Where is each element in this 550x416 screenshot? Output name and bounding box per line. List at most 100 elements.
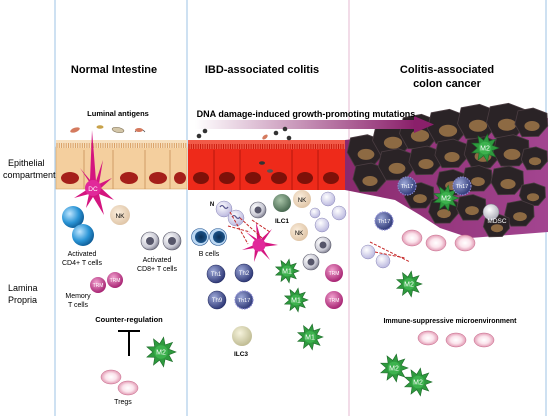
migration-streak	[369, 241, 411, 263]
migration-streak	[239, 217, 263, 239]
macrophage-label: M1	[282, 269, 292, 276]
trm-label: TRM	[93, 283, 104, 289]
cd8-t-cells-ibd	[249, 201, 332, 271]
nk-label: NK	[115, 213, 125, 220]
tumor-nucleus	[471, 177, 485, 187]
macrophage-label: M2	[413, 380, 423, 387]
macrophage-nucleus	[478, 141, 492, 155]
tumor-nucleus	[413, 194, 427, 204]
ilc1-cell: ILC1	[273, 194, 291, 225]
tumor-nucleus	[383, 136, 403, 149]
nucleus	[61, 172, 79, 184]
mdsc-cell: MDSC	[482, 203, 507, 225]
macrophage-label: M2	[480, 146, 490, 153]
nucleus	[219, 172, 235, 184]
luminal-antigens-label: Luminal antigens	[87, 109, 149, 118]
ilc3-cell: ILC3	[232, 326, 252, 358]
header-cac-line2: colon cancer	[413, 78, 482, 90]
migration-streak	[251, 219, 271, 233]
migration-streak	[229, 211, 249, 245]
macrophage-label: M2	[389, 366, 399, 373]
tumor-nucleus	[528, 157, 542, 166]
side-label-lamina: Lamina	[8, 283, 38, 293]
side-label-epithelial: Epithelial	[8, 158, 45, 168]
tumor-nucleus	[437, 209, 451, 219]
mdsc-label: MDSC	[487, 218, 506, 225]
ilc3-label: ILC3	[234, 351, 248, 358]
act-cd8-label-line1: Activated	[143, 257, 172, 264]
b-cells	[191, 228, 227, 246]
th17-label: Th17	[238, 298, 251, 304]
tumor-nucleus	[388, 162, 406, 174]
tumor-nucleus	[362, 176, 378, 186]
macrophage-nucleus	[387, 361, 401, 375]
counter-regulation-label: Counter-regulation	[95, 315, 163, 324]
dendritic-cell: DC	[74, 130, 114, 215]
macrophage-label: M2	[156, 350, 166, 357]
macrophage-m2: M2	[146, 336, 177, 368]
nk-cells-ibd: NK NK	[290, 190, 311, 241]
macrophage-label: M2	[441, 196, 451, 203]
migration-streak	[227, 225, 251, 233]
th1-label: Th1	[211, 272, 222, 278]
neutrophil-label: N	[210, 202, 214, 208]
act-cd8-label-line2: CD8+ T cells	[137, 266, 178, 273]
memory-label-line2: T cells	[68, 302, 89, 309]
ilc1-label: ILC1	[275, 218, 289, 225]
tumor-nucleus	[444, 152, 460, 162]
cd8-t-cells	[140, 231, 182, 251]
tumor-nucleus	[500, 179, 516, 189]
inflamed-epithelium	[188, 140, 345, 190]
nucleus	[174, 172, 186, 184]
tumor-nucleus	[438, 124, 458, 137]
header-cac-line1: Colitis-associated	[400, 64, 494, 76]
immune-suppressive-label: Immune-suppressive microenvironment	[383, 318, 517, 325]
th17-label: Th17	[378, 219, 391, 225]
macrophage-label: M2	[404, 282, 414, 289]
nucleus	[120, 172, 138, 184]
th17-label: Th17	[401, 184, 414, 190]
tumor-nucleus	[526, 193, 540, 202]
nucleus	[297, 172, 313, 184]
trm-label: TRM	[329, 298, 340, 304]
th17-label: Th17	[456, 184, 469, 190]
cd4-t-cells	[62, 206, 94, 246]
trm-label: TRM	[110, 278, 121, 284]
header-normal: Normal Intestine	[71, 64, 157, 76]
lilac-cells-cac	[360, 244, 391, 269]
migration-streak	[374, 251, 406, 259]
trm-cells-ibd: TRM TRM	[325, 264, 343, 309]
th17-cells-cac: Th17 Th17 Th17	[374, 176, 472, 231]
b-cells-label: B cells	[199, 251, 220, 258]
act-cd4-label-line2: CD4+ T cells	[62, 260, 103, 267]
side-label-propria: Propria	[8, 295, 37, 305]
dendritic-cell-ibd	[242, 222, 278, 262]
act-cd4-label-line1: Activated	[68, 251, 97, 258]
tumor-nucleus	[357, 148, 375, 160]
macrophage-nucleus	[154, 345, 168, 359]
macrophage-nucleus	[411, 375, 425, 389]
tregs-label: Tregs	[114, 399, 132, 406]
th2-label: Th2	[239, 271, 250, 277]
nucleus	[193, 172, 209, 184]
macrophage-nucleus	[440, 192, 452, 204]
macrophage-label: M1	[291, 298, 301, 305]
lilac-cells-ibd	[309, 191, 347, 233]
tumor-nucleus	[418, 159, 434, 169]
header-ibd: IBD-associated colitis	[205, 64, 319, 76]
tumor-nucleus	[465, 206, 479, 216]
trm-label: TRM	[329, 271, 340, 277]
t-helper-cells: Th1 Th2 Th9 Th17	[206, 263, 254, 310]
dc-label: DC	[88, 186, 98, 193]
memory-t-cells: TRM TRM	[90, 272, 123, 293]
memory-label-line1: Memory	[65, 293, 91, 300]
nk-label: NK	[295, 231, 303, 237]
tumor-nucleus	[490, 224, 504, 233]
nk-label: NK	[298, 198, 306, 204]
tumor-nucleus	[410, 129, 430, 142]
side-label-compartment: compartment	[3, 170, 56, 180]
